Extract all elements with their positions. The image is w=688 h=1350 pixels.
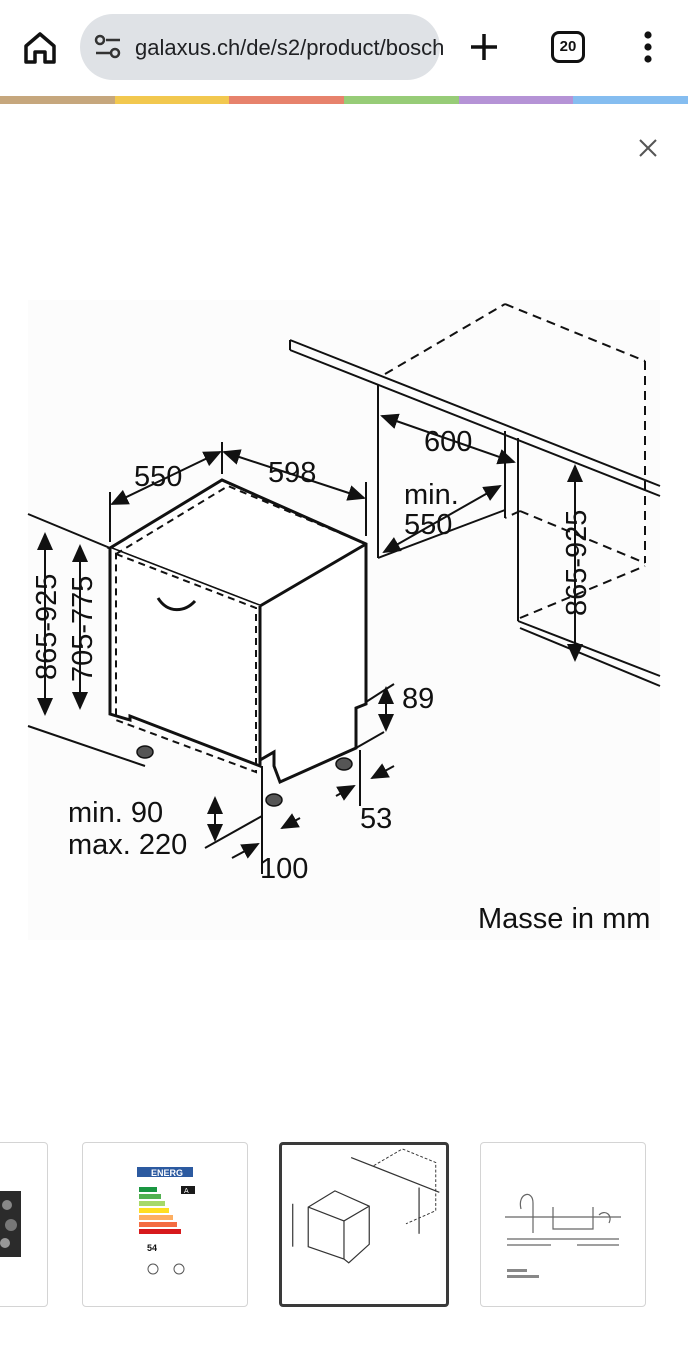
overflow-menu-button[interactable] — [636, 28, 660, 66]
dim-plinth-min: min. 90 — [68, 797, 163, 829]
door-handle — [156, 597, 197, 612]
stripe-segment-3 — [229, 96, 345, 104]
brand-color-stripe — [0, 96, 688, 104]
dim-height-inner: 705-775 — [67, 576, 99, 682]
home-button[interactable] — [18, 26, 62, 70]
energy-value: 54 — [147, 1243, 157, 1253]
installation-drawing-image — [505, 1193, 621, 1278]
units-caption: Masse in mm — [478, 903, 651, 935]
tune-icon — [94, 34, 121, 59]
thumbnail-energy-label[interactable]: ENERG A 54 — [82, 1142, 248, 1307]
stripe-segment-1 — [0, 96, 115, 104]
plus-icon — [471, 34, 497, 60]
dim-height-outer: 865-925 — [31, 574, 63, 680]
energy-label-heading: ENERG — [151, 1168, 183, 1178]
dimension-drawing: 550 598 600 min. 550 89 53 min. 90 max. … — [27, 300, 661, 940]
dishwasher-body — [106, 478, 368, 785]
thumbnail-dimension-drawing[interactable] — [279, 1142, 449, 1307]
stripe-segment-6 — [573, 96, 688, 104]
product-photo-image — [0, 1191, 21, 1257]
dim-base-height: 89 — [402, 683, 434, 715]
stripe-segment-5 — [458, 96, 574, 104]
dim-depth: 550 — [134, 461, 182, 493]
energy-class: A — [184, 1188, 189, 1195]
site-settings-button[interactable] — [94, 34, 122, 60]
tab-switcher-button[interactable]: 20 — [551, 31, 585, 63]
dim-plinth-max: max. 220 — [68, 829, 187, 861]
dimension-lines — [27, 413, 583, 874]
stripe-segment-2 — [114, 96, 230, 104]
home-icon — [24, 32, 56, 64]
address-bar[interactable]: galaxus.ch/de/s2/product/bosch — [80, 14, 445, 80]
close-gallery-button[interactable] — [632, 132, 664, 164]
stripe-segment-4 — [344, 96, 459, 104]
dim-foot-100: 100 — [260, 853, 308, 885]
browser-toolbar: galaxus.ch/de/s2/product/bosch 20 — [0, 0, 688, 96]
door-outline — [115, 484, 367, 774]
new-tab-button[interactable] — [464, 26, 504, 68]
dim-offset-53: 53 — [360, 803, 392, 835]
dim-niche-depth-min: min. — [404, 479, 459, 511]
dimension-drawing-thumbnail — [292, 1148, 440, 1264]
energy-label-image: ENERG A 54 — [137, 1167, 195, 1275]
thumbnail-product-photo[interactable] — [0, 1142, 48, 1307]
close-icon — [639, 139, 657, 157]
url-text[interactable]: galaxus.ch/de/s2/product/bosch — [135, 35, 445, 60]
dim-width: 598 — [268, 457, 316, 489]
tab-count: 20 — [559, 38, 577, 55]
dim-niche-width: 600 — [424, 426, 472, 458]
feet — [136, 745, 353, 807]
tab-switcher-frame — [551, 31, 585, 63]
dim-niche-depth: 550 — [404, 509, 452, 541]
dim-niche-height: 865-925 — [561, 510, 593, 616]
thumbnail-installation-drawing[interactable] — [480, 1142, 646, 1307]
more-vert-icon — [644, 31, 652, 63]
